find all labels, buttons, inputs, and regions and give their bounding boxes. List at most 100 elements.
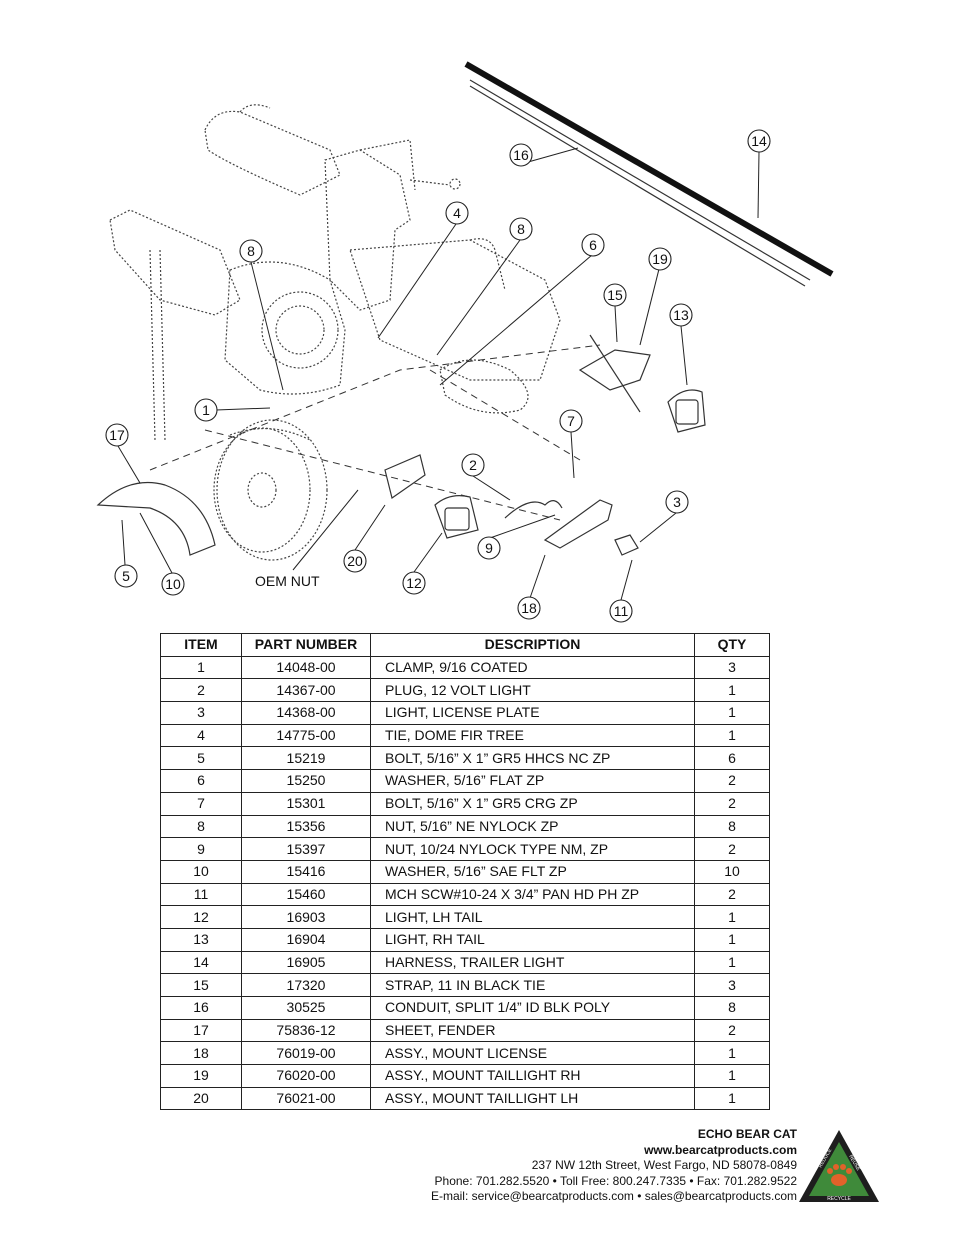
cell-item: 9 [160, 837, 242, 861]
cell-qty: 1 [694, 1041, 770, 1066]
callout-6: 6 [581, 233, 605, 257]
company-phone: Phone: 701.282.5520 • Toll Free: 800.247… [434, 1173, 797, 1188]
company-address: 237 NW 12th Street, West Fargo, ND 58078… [531, 1158, 797, 1172]
cell-qty: 1 [694, 950, 770, 975]
cell-qty: 2 [694, 837, 770, 861]
callout-15: 15 [603, 283, 627, 307]
callout-19: 19 [648, 247, 672, 271]
cell-item: 20 [160, 1086, 242, 1111]
svg-text:7: 7 [567, 413, 575, 429]
svg-text:17: 17 [109, 427, 125, 443]
cell-item: 10 [160, 859, 242, 884]
recycle-logo: REDUCE REUSE RECYCLE [799, 1130, 879, 1202]
cell-qty: 2 [694, 791, 770, 816]
cell-item: 15 [160, 973, 242, 997]
cell-item: 3 [160, 701, 242, 725]
cell-description: LIGHT, LH TAIL [370, 905, 695, 929]
cell-item: 4 [160, 723, 242, 748]
header-item: ITEM [160, 633, 242, 657]
table-header-row: ITEM PART NUMBER DESCRIPTION QTY [160, 633, 770, 657]
cell-qty: 1 [694, 905, 770, 929]
log-splitter-body [109, 104, 561, 441]
cell-item: 7 [160, 791, 242, 816]
callout-2: 2 [461, 453, 485, 477]
cell-part-number: 15416 [241, 859, 371, 884]
cell-item: 6 [160, 769, 242, 793]
cell-qty: 1 [694, 1064, 770, 1088]
svg-text:5: 5 [122, 568, 130, 584]
svg-text:10: 10 [165, 576, 181, 592]
header-description: DESCRIPTION [370, 633, 695, 657]
svg-text:4: 4 [453, 205, 461, 221]
callout-7: 7 [559, 409, 583, 433]
callout-12: 12 [402, 571, 426, 595]
cell-description: STRAP, 11 IN BLACK TIE [370, 973, 695, 997]
cell-item: 1 [160, 655, 242, 680]
header-part-number: PART NUMBER [241, 633, 371, 657]
svg-text:18: 18 [521, 600, 537, 616]
cell-part-number: 15301 [241, 791, 371, 816]
svg-text:9: 9 [485, 540, 493, 556]
svg-text:8: 8 [517, 221, 525, 237]
svg-text:11: 11 [614, 603, 629, 619]
cell-description: TIE, DOME FIR TREE [370, 723, 695, 748]
svg-text:20: 20 [347, 553, 363, 569]
cell-part-number: 14048-00 [241, 655, 371, 680]
cell-description: MCH SCW#10-24 X 3/4” PAN HD PH ZP [370, 882, 695, 907]
cell-part-number: 76020-00 [241, 1064, 371, 1088]
callout-8b: 8 [509, 217, 533, 241]
cell-qty: 1 [694, 927, 770, 952]
cell-qty: 8 [694, 996, 770, 1020]
wheel [213, 419, 328, 561]
cell-item: 5 [160, 746, 242, 771]
cell-description: LIGHT, RH TAIL [370, 927, 695, 952]
cell-qty: 1 [694, 1086, 770, 1111]
cell-description: PLUG, 12 VOLT LIGHT [370, 678, 695, 703]
callout-5: 5 [114, 564, 138, 588]
company-website: www.bearcatproducts.com [644, 1142, 797, 1157]
cell-qty: 2 [694, 769, 770, 793]
light-plug-wire [504, 500, 563, 519]
cell-item: 18 [160, 1041, 242, 1066]
cell-description: ASSY., MOUNT LICENSE [370, 1041, 695, 1066]
svg-text:6: 6 [589, 237, 597, 253]
company-email: E-mail: service@bearcatproducts.com • sa… [430, 1189, 797, 1203]
cell-description: WASHER, 5/16” FLAT ZP [370, 769, 695, 793]
company-name: ECHO BEAR CAT [697, 1127, 797, 1141]
leader-lines [117, 147, 760, 601]
cell-qty: 10 [694, 859, 770, 884]
license-mount [543, 499, 639, 556]
logo-inner-triangle [809, 1142, 869, 1196]
callout-17: 17 [105, 423, 129, 447]
cell-item: 14 [160, 950, 242, 975]
cell-description: LIGHT, LICENSE PLATE [370, 701, 695, 725]
callout-13: 13 [669, 303, 693, 327]
callout-11: 11 [609, 599, 633, 623]
cell-qty: 1 [694, 701, 770, 725]
callout-18: 18 [517, 596, 541, 620]
callout-16: 16 [509, 143, 533, 167]
svg-text:8: 8 [247, 243, 255, 259]
cell-part-number: 14775-00 [241, 723, 371, 748]
wiring-dashed-lines [149, 344, 601, 521]
cell-qty: 6 [694, 746, 770, 771]
callout-9: 9 [477, 536, 501, 560]
taillight-mounts [384, 334, 706, 539]
cell-item: 11 [160, 882, 242, 907]
callout-3: 3 [665, 490, 689, 514]
cell-part-number: 16904 [241, 927, 371, 952]
cell-item: 17 [160, 1018, 242, 1043]
cell-part-number: 15356 [241, 814, 371, 839]
